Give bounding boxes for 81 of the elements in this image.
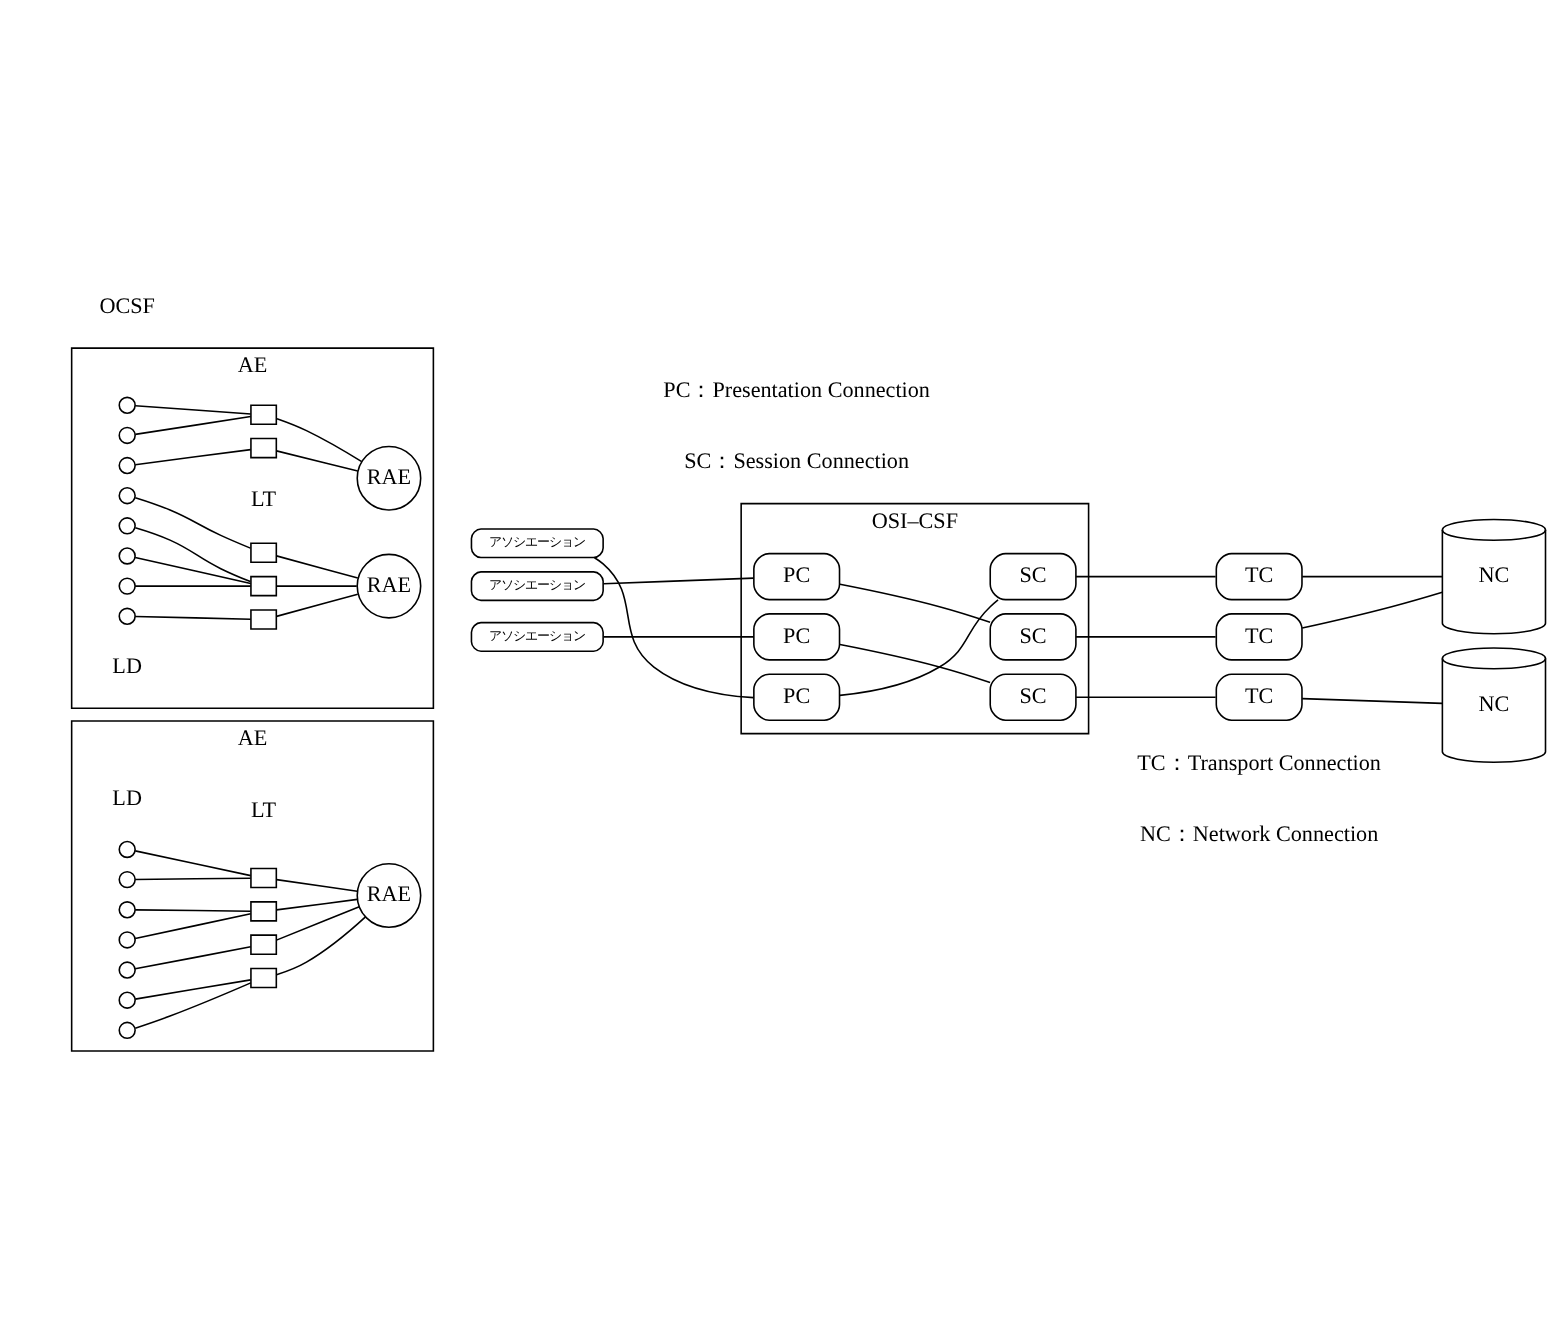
label: TC：Transport Connection — [1137, 750, 1381, 775]
connector — [275, 915, 367, 975]
connector — [134, 912, 252, 939]
label: LD — [112, 785, 142, 810]
node-box: SC — [989, 551, 1077, 600]
connector — [276, 416, 363, 462]
connector — [602, 576, 755, 584]
label: NC：Network Connection — [1139, 822, 1379, 847]
connector — [134, 555, 252, 584]
node-circle: RAE — [356, 552, 422, 618]
node-box: TC — [1215, 612, 1303, 660]
connector — [1075, 695, 1217, 697]
node-box — [250, 403, 278, 425]
node-circle — [118, 395, 136, 413]
node-circle — [118, 576, 136, 594]
connector — [275, 554, 359, 578]
node-circle — [118, 1020, 136, 1039]
connector — [134, 876, 252, 880]
connector — [1075, 574, 1217, 577]
connector — [134, 403, 252, 414]
node-box — [250, 608, 278, 629]
connector — [275, 877, 359, 891]
connector — [1075, 635, 1217, 637]
connector — [134, 981, 252, 1029]
node-circle — [118, 839, 136, 858]
node-box: SC — [989, 612, 1077, 660]
node-circle — [118, 425, 136, 444]
connector — [593, 555, 755, 698]
node-circle — [118, 869, 136, 888]
connector — [1301, 590, 1444, 628]
node-box: TC — [1215, 551, 1303, 600]
connector — [839, 598, 999, 696]
node-circle — [118, 960, 136, 978]
connector — [134, 525, 252, 582]
connector — [275, 584, 358, 586]
node-circle — [118, 455, 136, 474]
node-circle: RAE — [356, 444, 422, 510]
label: OCSF — [99, 293, 155, 318]
connector — [1301, 696, 1443, 704]
connector — [134, 495, 252, 548]
node-box — [250, 436, 278, 458]
connector — [839, 582, 991, 623]
node-circle — [118, 606, 136, 624]
connector — [602, 635, 755, 637]
connector — [275, 897, 359, 910]
node-box — [250, 866, 278, 888]
connector — [839, 642, 991, 683]
node-box: PC — [753, 672, 841, 720]
node-box — [250, 574, 278, 596]
node-box — [250, 541, 278, 563]
node-box — [250, 900, 278, 921]
node-circle — [118, 485, 136, 504]
label: LD — [112, 653, 142, 678]
node-circle — [118, 990, 136, 1008]
connector — [134, 849, 252, 876]
node-circle — [118, 930, 136, 948]
connector — [134, 584, 252, 586]
node-circle — [118, 546, 136, 564]
connector — [275, 905, 361, 940]
node-circle: RAE — [356, 861, 422, 927]
connector — [1301, 574, 1443, 577]
node-box: TC — [1215, 672, 1303, 720]
connector — [134, 614, 252, 619]
node-box: PC — [753, 612, 841, 660]
label: LT — [251, 798, 277, 823]
connector — [134, 908, 252, 911]
connector — [134, 945, 252, 969]
connector — [275, 449, 359, 471]
connector — [134, 447, 252, 465]
node-box — [250, 966, 278, 988]
label: PC：Presentation Connection — [663, 377, 931, 402]
connector — [134, 978, 252, 999]
connector — [134, 414, 252, 435]
node-box — [250, 933, 278, 954]
label: LT — [251, 487, 277, 512]
node-box: SC — [989, 672, 1077, 720]
node-circle — [118, 516, 136, 534]
label: SC：Session Connection — [684, 449, 910, 474]
node-circle — [118, 900, 136, 918]
node-box: PC — [753, 551, 841, 600]
connector — [275, 592, 359, 617]
